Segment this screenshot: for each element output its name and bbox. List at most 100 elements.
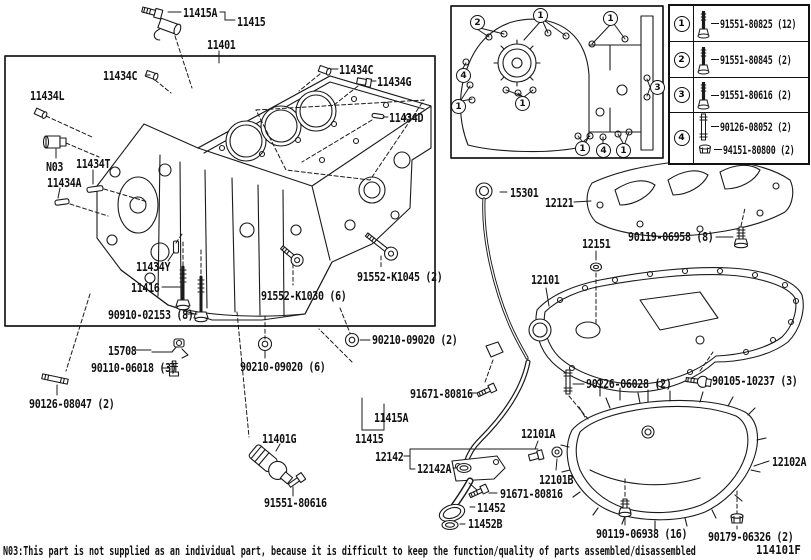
callout-number-2: 2 <box>470 15 485 30</box>
part-label-91551-80616: 91551-80616 <box>264 495 327 510</box>
bolt-icon <box>193 275 209 323</box>
part-label-12121: 12121 <box>545 195 574 210</box>
leader-lines <box>55 11 770 530</box>
part-label-N03: N03 <box>46 159 64 174</box>
part-label-12101: 12101 <box>531 272 560 287</box>
part-label-90179-06326-2-: 90179-06326 (2) <box>708 529 794 544</box>
legend-row-2: 2 91551-80845 (2) <box>670 42 808 78</box>
washer-icon <box>344 332 360 348</box>
legend-part: 90126-08052 (2) <box>697 113 811 140</box>
bolt-icon <box>685 375 712 388</box>
legend-part: 91551-80825 (12) <box>697 10 811 38</box>
lower-oil-pan-illustration <box>560 390 767 530</box>
o-ring-icon <box>441 519 459 531</box>
part-label-91671-80816: 91671-80816 <box>410 386 473 401</box>
bolt-icon <box>697 9 710 39</box>
part-label-12142: 12142 <box>375 449 404 464</box>
part-label-15708: 15708 <box>108 343 137 358</box>
legend-dash <box>711 126 719 127</box>
part-label-15301: 15301 <box>510 185 539 200</box>
callout-number-4: 4 <box>456 68 471 83</box>
part-label-90110-06018-3-: 90110-06018 (3) <box>91 360 177 375</box>
bolt-icon <box>287 472 307 488</box>
part-label-11434L: 11434L <box>30 88 65 103</box>
part-label-12142A: 12142A <box>417 461 452 476</box>
part-label-91552-K1030-6-: 91552-K1030 (6) <box>261 288 347 303</box>
legend-parts-cell: 91551-80845 (2) <box>694 42 811 77</box>
crank-sensor-icon <box>248 444 294 485</box>
part-label-11434G: 11434G <box>377 74 412 89</box>
part-label-11415: 11415 <box>237 14 266 29</box>
part-label-11416: 11416 <box>131 280 160 295</box>
legend-dash <box>714 149 722 150</box>
bolt-icon <box>468 483 490 499</box>
nut-icon <box>697 143 713 156</box>
callout-number-1: 1 <box>533 8 548 23</box>
legend-part-number: 91551-80825 (12) <box>720 16 797 31</box>
dipstick-illustration <box>475 182 529 360</box>
callout-number-4: 4 <box>596 143 611 158</box>
legend-parts-cell: 91551-80616 (2) <box>694 78 811 112</box>
legend-symbol-cell: 4 <box>670 113 694 163</box>
pin-icon <box>86 185 104 193</box>
tube-clamp <box>485 341 504 358</box>
legend-callout-number-1: 1 <box>673 15 690 32</box>
plug-icon <box>144 69 159 81</box>
legend-symbol-cell: 1 <box>670 6 694 41</box>
o-ring-icon <box>589 262 603 272</box>
part-label-12102A: 12102A <box>772 454 807 469</box>
legend-part: 91551-80845 (2) <box>697 46 811 74</box>
bolt-icon <box>476 382 498 398</box>
part-label-11415A: 11415A <box>183 5 218 20</box>
callout-number-1: 1 <box>603 11 618 26</box>
callout-number-1: 1 <box>451 99 466 114</box>
part-label-91671-80816: 91671-80816 <box>500 486 563 501</box>
bolt-icon <box>733 226 749 249</box>
part-label-91552-K1045-2-: 91552-K1045 (2) <box>357 269 443 284</box>
footnote-text: N03:This part is not supplied as an indi… <box>3 544 696 558</box>
part-label-12101A: 12101A <box>521 426 556 441</box>
legend-dash <box>711 23 719 24</box>
legend-part: 94151-80800 (2) <box>697 138 811 161</box>
bolt-icon <box>279 245 304 267</box>
legend-callout-number-2: 2 <box>673 51 690 68</box>
legend-row-3: 3 91551-80616 (2) <box>670 78 808 113</box>
legend-symbol-cell: 2 <box>670 42 694 77</box>
part-label-90119-06938-16-: 90119-06938 (16) <box>596 526 688 541</box>
part-label-90210-09020-6-: 90210-09020 (6) <box>240 359 326 374</box>
oil-nozzle-icon <box>151 338 189 359</box>
legend-row-1: 1 91551-80825 (12) <box>670 6 808 42</box>
oil-strainer-illustration <box>438 455 506 523</box>
plug-icon <box>356 77 373 88</box>
legend-callout-number-3: 3 <box>673 87 690 103</box>
plug-icon <box>33 107 48 119</box>
part-label-90105-10237-3-: 90105-10237 (3) <box>712 373 798 388</box>
timing-cover-gasket-illustration <box>459 15 654 153</box>
o-ring-icon <box>456 462 472 474</box>
part-label-12101B: 12101B <box>539 472 574 487</box>
part-label-12151: 12151 <box>582 236 611 251</box>
part-label-11415: 11415 <box>355 431 384 446</box>
plug-icon <box>317 64 332 76</box>
bolt-icon <box>141 6 164 20</box>
callout-number-1: 1 <box>575 141 590 156</box>
legend-symbol-cell: 3 <box>670 78 694 112</box>
cylinder-block-illustration <box>96 75 432 321</box>
callout-number-1: 1 <box>515 96 530 111</box>
doc-code: 114101F <box>756 542 801 557</box>
part-label-11434T: 11434T <box>76 156 111 171</box>
part-label-11401: 11401 <box>207 37 236 52</box>
fastener-legend-table: 1 91551-80825 (12) 2 91551-80845 (2) 3 91551-… <box>668 4 810 165</box>
legend-dash <box>711 94 719 96</box>
bolt-icon <box>168 360 180 377</box>
part-label-11434Y: 11434Y <box>136 259 171 274</box>
pin-icon <box>54 198 70 206</box>
bolt-icon <box>697 45 710 75</box>
bolt-icon <box>364 232 399 261</box>
upper-oil-pan-illustration <box>528 267 804 403</box>
pin-icon <box>172 240 180 254</box>
callout-number-1: 1 <box>616 143 631 158</box>
legend-part: 91551-80616 (2) <box>697 82 811 110</box>
